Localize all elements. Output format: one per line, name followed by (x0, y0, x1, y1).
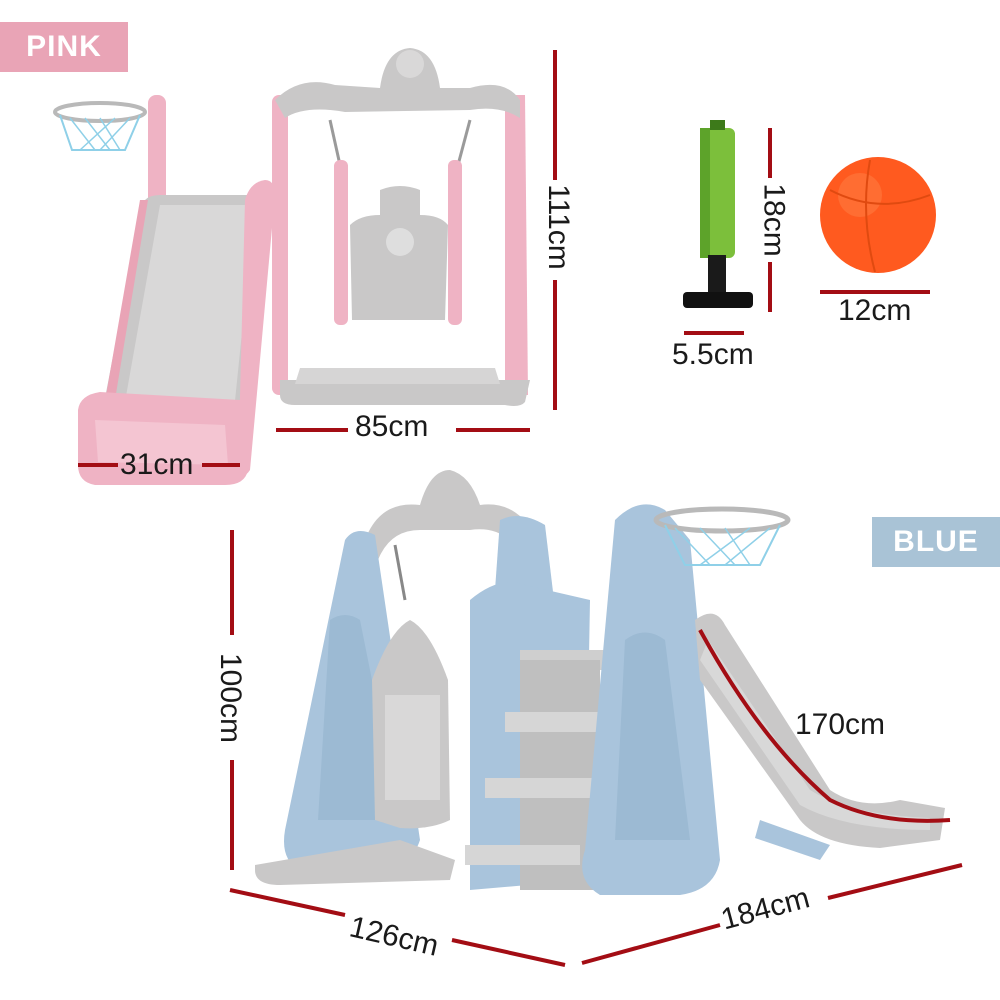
dimension-lines (78, 50, 963, 967)
variant-label-pink: PINK (0, 22, 128, 72)
blue-slide-tower (582, 504, 720, 895)
ball (820, 157, 936, 273)
pump-base-label: 5.5cm (672, 338, 754, 371)
blue-swing-seat (372, 544, 450, 829)
blue-basketball-hoop (653, 506, 791, 566)
pink-swing-width-label: 85cm (355, 410, 429, 443)
variant-label-blue: BLUE (872, 517, 1000, 567)
ball-diameter-label: 12cm (838, 294, 912, 327)
pink-swing-seat (328, 119, 472, 325)
pink-swing-frame (272, 48, 530, 406)
pink-slide-width-label: 31cm (120, 448, 194, 481)
blue-slide-length-label: 170cm (795, 708, 886, 741)
blue-height-label: 100cm (214, 652, 248, 744)
pink-basketball-hoop (53, 101, 147, 151)
blue-slide (695, 613, 945, 860)
pink-slide (78, 95, 275, 485)
pink-height-label: 111cm (541, 184, 575, 270)
pump-height-label: 18cm (757, 183, 791, 257)
hand-pump (683, 120, 753, 308)
blue-climber-steps (465, 582, 620, 890)
